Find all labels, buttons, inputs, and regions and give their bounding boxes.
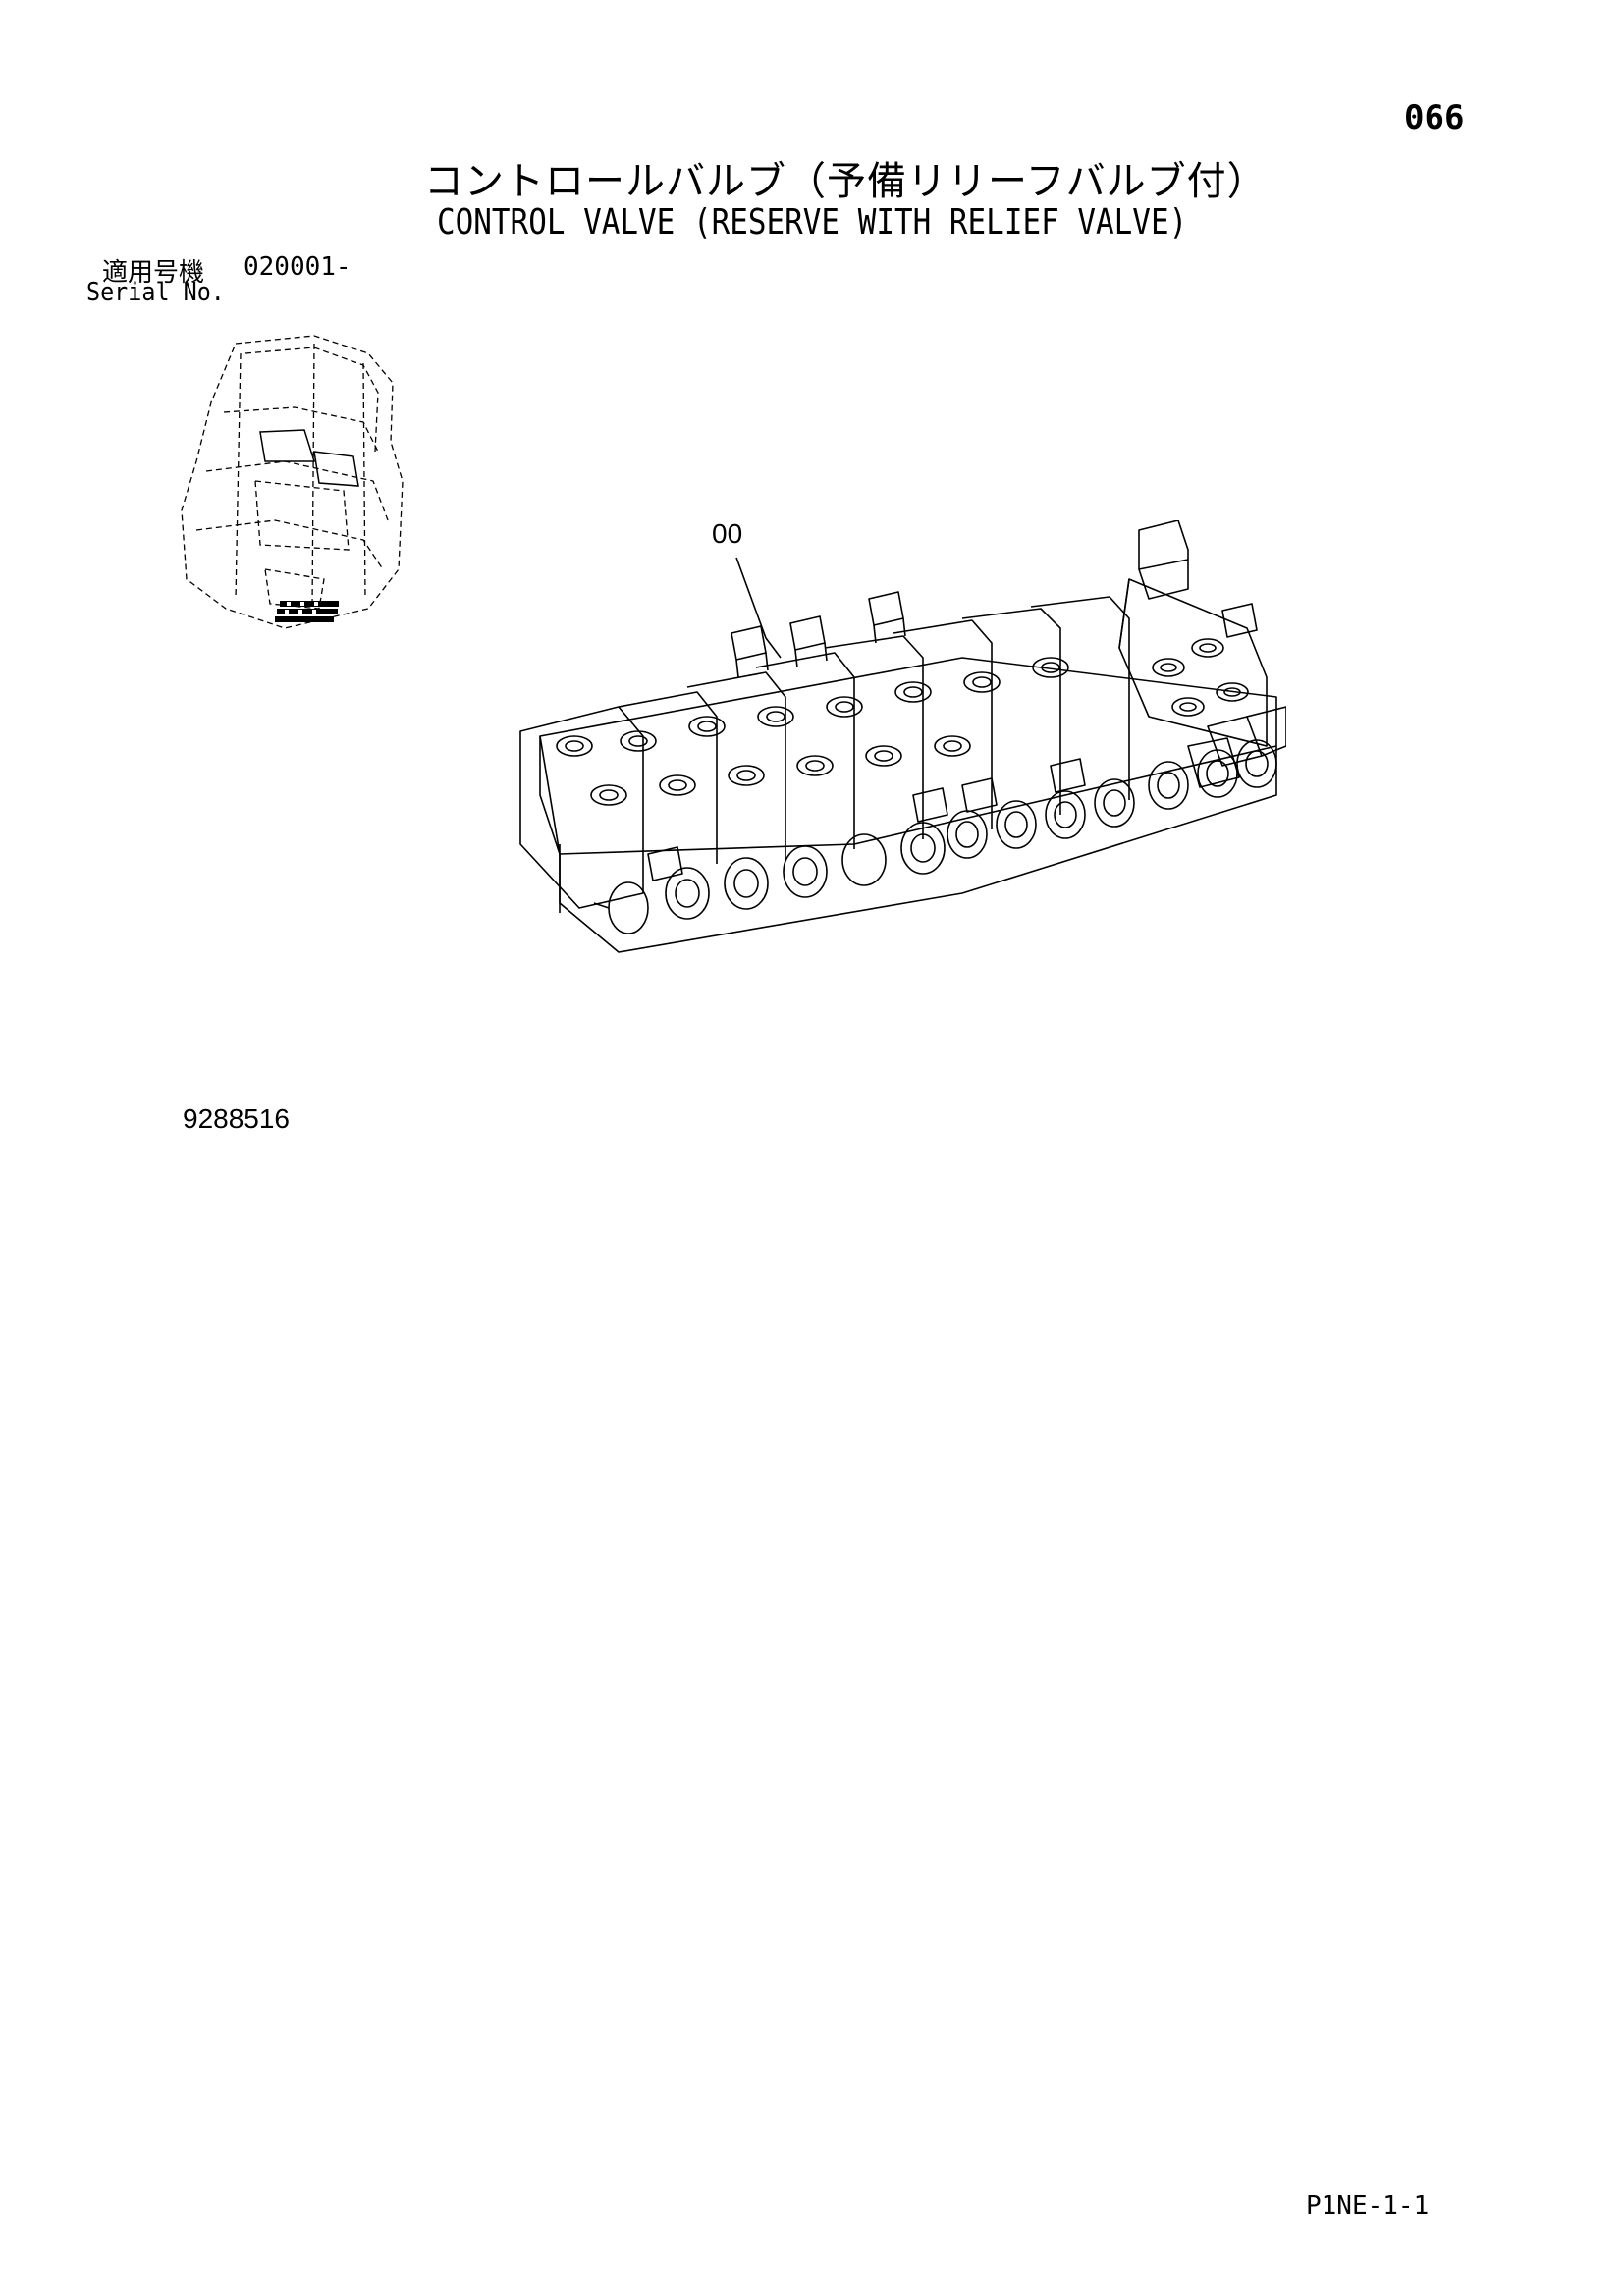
serial-value: 020001- xyxy=(244,252,352,282)
excavator-locator-icon xyxy=(181,335,404,629)
page-code: P1NE-1-1 xyxy=(1306,2191,1430,2220)
serial-label-english: Serial No. xyxy=(86,278,225,307)
serial-label-japanese: 適用号機 xyxy=(102,258,205,288)
page-number: 066 xyxy=(1404,98,1465,137)
title-english: CONTROL VALVE (RESERVE WITH RELIEF VALVE… xyxy=(437,202,1188,242)
part-callout-label: 00 xyxy=(712,518,743,549)
title-japanese: コントロールバルブ（予備リリーフバルブ付） xyxy=(424,159,1268,204)
drawing-number: 9288516 xyxy=(183,1103,291,1134)
control-valve-assembly-icon xyxy=(519,520,1286,953)
